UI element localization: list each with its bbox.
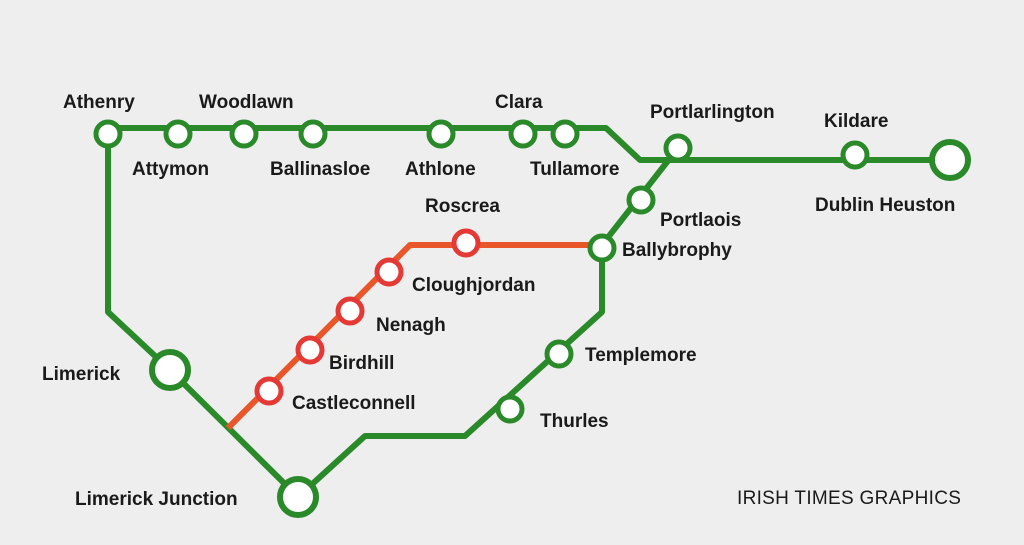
station-athlone[interactable] [426,119,456,149]
station-athenry[interactable] [93,119,123,149]
label-woodlawn: Woodlawn [199,92,294,113]
station-birdhill[interactable] [295,335,325,365]
label-portarlington: Portlarlington [650,102,775,123]
main-line-cork [295,146,681,500]
station-thurles[interactable] [495,394,525,424]
station-ballybrophy[interactable] [587,233,617,263]
label-attymon: Attymon [132,159,209,180]
station-woodlawn[interactable] [229,119,259,149]
station-kildare[interactable] [840,140,870,170]
station-nenagh[interactable] [335,296,365,326]
station-limerick[interactable] [149,349,191,391]
station-templemore[interactable] [544,339,574,369]
station-clara[interactable] [508,119,538,149]
station-tullamore[interactable] [550,119,580,149]
label-limerick-junction: Limerick Junction [75,489,238,510]
label-thurles: Thurles [540,411,609,432]
branch-line-nenagh [225,242,602,431]
label-cloughjordan: Cloughjordan [412,275,535,296]
main-line-west [108,125,950,163]
station-portlaoise[interactable] [626,185,656,215]
station-roscrea[interactable] [451,228,481,258]
label-birdhill: Birdhill [329,353,394,374]
station-portarlington[interactable] [663,133,693,163]
label-nenagh: Nenagh [376,315,446,336]
station-dublin-heuston[interactable] [929,139,971,181]
label-templemore: Templemore [585,345,697,366]
station-limerick-junction[interactable] [277,476,319,518]
station-ballinasloe[interactable] [298,119,328,149]
station-attymon[interactable] [163,119,193,149]
label-limerick: Limerick [42,364,121,385]
label-athenry: Athenry [63,92,135,113]
label-ballybrophy: Ballybrophy [622,240,732,261]
station-cloughjordan[interactable] [374,257,404,287]
credit-label: IRISH TIMES GRAPHICS [737,488,961,509]
label-athlone: Athlone [405,159,476,180]
main-line-limerick [105,128,301,500]
station-castleconnell[interactable] [254,376,284,406]
label-tullamore: Tullamore [530,159,619,180]
label-roscrea: Roscrea [425,196,500,217]
label-ballinasloe: Ballinasloe [270,159,370,180]
label-castleconnell: Castleconnell [292,393,416,414]
label-dublin-heuston: Dublin Heuston [815,195,955,216]
label-clara: Clara [495,92,543,113]
label-portlaoise: Portlaois [660,210,741,231]
label-kildare: Kildare [824,111,888,132]
